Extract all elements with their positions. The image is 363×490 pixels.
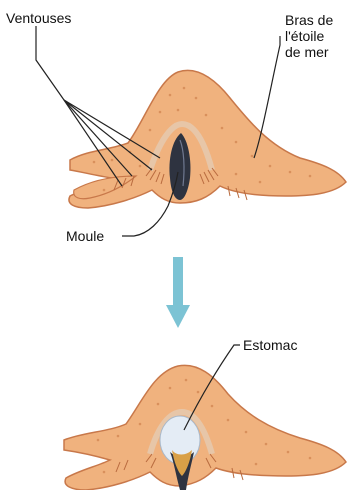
label-ventouses: Ventouses (6, 10, 71, 26)
down-arrow (166, 257, 190, 328)
starfish-bottom (64, 365, 346, 490)
label-bras-etoile-de-mer: Bras de l'étoile de mer (285, 12, 333, 60)
label-bras-line-2: l'étoile (285, 28, 333, 44)
starfish-top (69, 70, 346, 208)
label-bras-line-3: de mer (285, 44, 333, 60)
label-bras-line-1: Bras de (285, 12, 333, 28)
label-estomac: Estomac (243, 337, 297, 353)
label-moule: Moule (66, 228, 104, 244)
